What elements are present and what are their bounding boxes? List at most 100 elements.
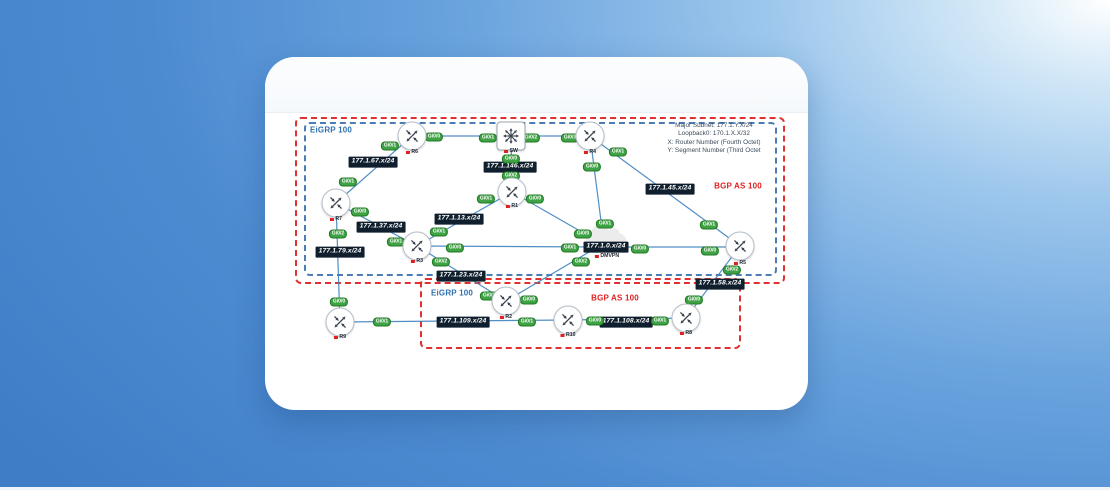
device-label-dmvpn: DMVPN	[594, 253, 620, 259]
subnet-label: 177.1.13.x/24	[434, 213, 484, 225]
interface-label: Gi0/0	[350, 207, 370, 217]
legend-line: Y: Segment Number (Third Octet	[667, 146, 761, 154]
interface-label: Gi0/1	[338, 177, 358, 187]
status-dot	[329, 217, 334, 222]
status-dot	[679, 331, 684, 336]
zone-label-bgp-bottom: BGP AS 100	[591, 293, 639, 303]
zone-box-bgp-top	[295, 117, 785, 284]
device-name: R8	[685, 330, 693, 336]
interface-label: Gi0/1	[560, 243, 580, 253]
addressing-legend: Major Subnet: 177.1.Y.X/24 Loopback0: 17…	[667, 122, 760, 155]
router-node-r6	[397, 121, 427, 151]
router-icon	[581, 127, 600, 146]
interface-label: Gi0/1	[595, 219, 615, 229]
device-label-r6: R6	[405, 149, 418, 155]
status-dot	[733, 261, 738, 266]
interface-label: Gi0/1	[650, 316, 670, 326]
router-node-r7	[321, 188, 351, 218]
legend-line: X: Router Number (Fourth Octet)	[667, 138, 761, 146]
interface-label: Gi0/0	[630, 244, 650, 254]
router-node-r8	[671, 303, 701, 333]
status-dot	[405, 150, 410, 155]
device-label-r2: R2	[499, 314, 513, 320]
link-r7-r6	[335, 135, 413, 204]
zone-box-eigrp-top	[304, 122, 777, 276]
subnet-label: 177.1.146.x/24	[483, 161, 537, 173]
subnet-label: 177.1.109.x/24	[436, 316, 490, 328]
device-name: DMVPN	[600, 253, 620, 259]
device-name: SW	[509, 148, 518, 154]
interface-label: Gi0/0	[582, 162, 602, 172]
router-icon	[331, 313, 350, 332]
interface-label: Gi0/0	[501, 154, 521, 164]
interface-label: Gi0/0	[684, 295, 704, 305]
interface-label: Gi0/1	[380, 141, 400, 151]
subnet-label: 177.1.67.x/24	[348, 156, 398, 168]
router-node-r2	[491, 286, 521, 316]
legend-line: Loopback0: 170.1.X.X/32	[678, 130, 750, 138]
status-dot	[505, 204, 510, 209]
interface-label: Gi0/2	[328, 229, 348, 239]
interface-label: Gi0/2	[571, 257, 591, 267]
interface-label: Gi0/1	[699, 220, 719, 230]
router-node-r4	[575, 121, 605, 151]
interface-label: Gi0/0	[525, 194, 545, 204]
interface-label: Gi0/0	[519, 295, 539, 305]
subnet-label: 177.1.108.x/24	[599, 316, 653, 328]
zone-label-eigrp-top: EiGRP 100	[309, 125, 353, 135]
device-label-r8: R8	[679, 330, 693, 336]
interface-label: Gi0/1	[429, 227, 449, 237]
router-icon	[403, 127, 422, 146]
interface-label: Gi0/2	[722, 265, 742, 275]
zone-box-bgp-bottom	[420, 278, 741, 349]
interface-label: Gi0/1	[478, 133, 498, 143]
zone-label-bgp-top: BGP AS 100	[714, 181, 762, 191]
bottom-edge-strip	[0, 487, 1110, 490]
device-label-r9: R9	[333, 334, 347, 340]
device-label-r10: R10	[560, 332, 576, 338]
subnet-label: 177.1.0.x/24	[583, 241, 629, 253]
device-label-r7: R7	[329, 216, 343, 222]
router-node-r3	[402, 231, 432, 261]
router-node-r10	[553, 305, 583, 335]
device-name: R5	[739, 260, 747, 266]
subnet-label: 177.1.79.x/24	[315, 246, 365, 258]
status-dot	[594, 254, 599, 259]
legend-line: Major Subnet: 177.1.Y.X/24	[675, 122, 753, 129]
subnet-label: 177.1.23.x/24	[436, 270, 486, 282]
router-icon	[327, 194, 346, 213]
device-name: R2	[505, 314, 513, 320]
device-name: R3	[416, 258, 424, 264]
interface-label: Gi0/0	[329, 297, 349, 307]
device-label-sw: SW	[504, 148, 518, 154]
device-label-r4: R4	[583, 149, 597, 155]
status-dot	[499, 315, 504, 320]
status-dot	[333, 335, 338, 340]
router-node-r9	[325, 307, 355, 337]
interface-label: Gi0/1	[476, 194, 496, 204]
subnet-label: 177.1.58.x/24	[695, 278, 745, 290]
router-icon	[503, 183, 522, 202]
status-dot	[583, 150, 588, 155]
card-header-strip	[265, 57, 808, 113]
device-name: R10	[565, 332, 576, 338]
router-icon	[497, 292, 516, 311]
router-icon	[731, 237, 750, 256]
subnet-label: 177.1.37.x/24	[356, 221, 406, 233]
router-node-r1	[497, 177, 527, 207]
interface-label: Gi0/0	[445, 243, 465, 253]
interface-label: Gi0/0	[585, 316, 605, 326]
topology-card	[265, 57, 808, 410]
interface-label: Gi0/0	[424, 132, 444, 142]
interface-label: Gi0/2	[431, 257, 451, 267]
device-name: R4	[589, 149, 597, 155]
router-icon	[559, 311, 578, 330]
interface-label: Gi0/0	[700, 246, 720, 256]
switch-node-sw	[496, 121, 526, 151]
link-dmvpn-r2	[505, 244, 602, 302]
router-icon	[677, 309, 696, 328]
interface-label: Gi0/0	[573, 229, 593, 239]
device-name: R7	[335, 216, 343, 222]
device-name: R9	[339, 334, 347, 340]
